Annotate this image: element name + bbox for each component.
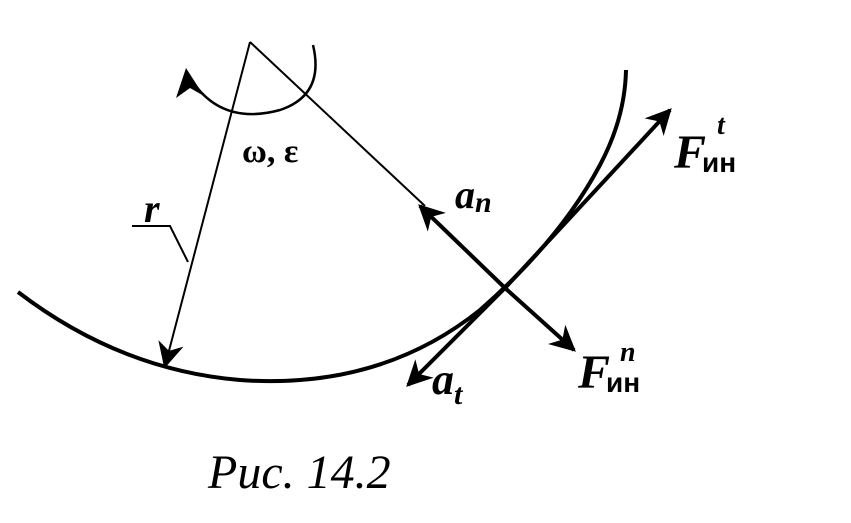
- a-n-label-main: a: [455, 172, 475, 217]
- f-in-n-arrow: [503, 286, 576, 352]
- a-t-label-sub: t: [454, 378, 464, 411]
- radius-label-leader: [132, 225, 189, 263]
- a-n-label: an: [455, 172, 492, 219]
- a-t-label: at: [432, 355, 464, 411]
- a-t-label-main: a: [432, 355, 454, 404]
- a-n-label-sub: n: [475, 186, 492, 219]
- a-n-arrow: [418, 204, 507, 290]
- normal-line: [249, 41, 426, 207]
- f-in-n-label-sup: n: [620, 337, 636, 368]
- radius-label: r: [144, 186, 160, 231]
- f-in-n-label: F: [577, 346, 610, 399]
- a-t-arrow: [406, 286, 507, 387]
- rotation-arrow: [184, 44, 317, 116]
- f-in-t-label-main: F: [673, 126, 706, 179]
- f-in-t-label-sup: t: [717, 110, 726, 141]
- omega-epsilon-label: ω, ε: [242, 133, 298, 170]
- trajectory-arc: [16, 69, 628, 384]
- f-in-t-label: F: [673, 126, 706, 179]
- f-in-t-label-sub: ин: [702, 147, 736, 178]
- f-in-n-label-sub: ин: [606, 367, 640, 398]
- f-in-n-label-main: F: [577, 346, 610, 399]
- f-in-t-arrow: [503, 108, 672, 290]
- rotation-arrow-head: [176, 68, 204, 98]
- radius-line: [158, 41, 251, 369]
- figure-caption: Рис. 14.2: [207, 446, 391, 499]
